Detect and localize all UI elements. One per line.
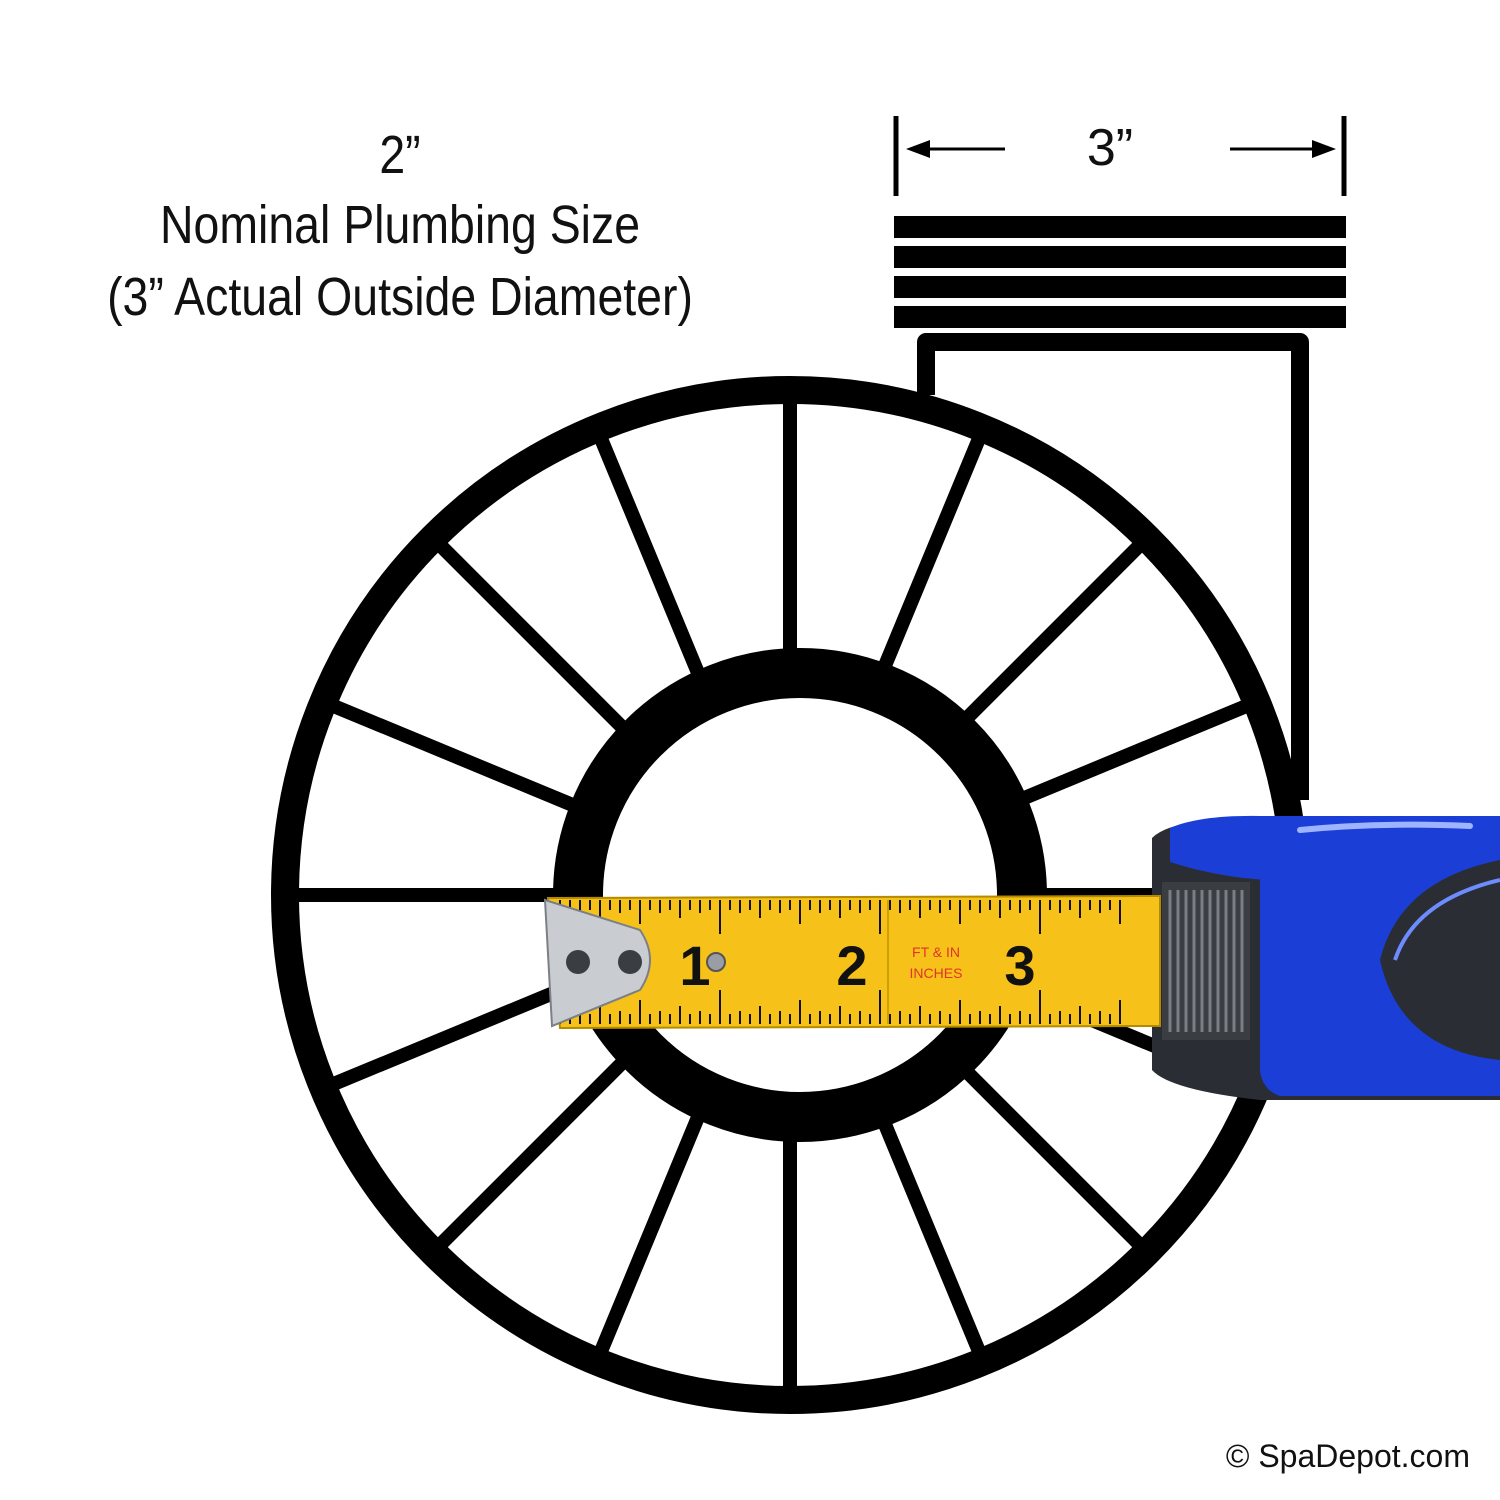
dimension-label: 3” <box>1086 119 1134 177</box>
heading-label: Nominal Plumbing Size <box>159 195 641 255</box>
tape-number-2: 2 <box>836 934 867 997</box>
spoke-11 <box>330 976 581 1091</box>
tape-imprint-inches: INCHES <box>910 965 963 981</box>
spoke-6 <box>947 1052 1145 1250</box>
spoke-9 <box>594 1104 709 1355</box>
tape-imprint-ft-in: FT & IN <box>912 944 960 960</box>
arrow-left-icon <box>906 140 1005 158</box>
tape-hook <box>543 898 726 1028</box>
inner-hub <box>553 648 1047 1142</box>
tape-number-1: 1 <box>679 934 710 997</box>
spoke-2 <box>947 540 1145 738</box>
tape-number-3: 3 <box>1004 934 1035 997</box>
arrow-right-icon <box>1230 140 1336 158</box>
dimension-bracket <box>893 116 1347 196</box>
pipe-outlet <box>917 333 1309 800</box>
thread-bars <box>894 216 1346 328</box>
spoke-14 <box>435 540 633 738</box>
tape-blade: 1 2 3 FT & IN INCHES <box>543 894 1161 1030</box>
spoke-3 <box>999 699 1250 814</box>
heading-nominal-size: 2” <box>379 125 421 185</box>
heading-actual-od: (3” Actual Outside Diameter) <box>107 267 693 327</box>
spoke-7 <box>871 1104 986 1355</box>
spoke-10 <box>435 1052 633 1250</box>
spoke-1 <box>871 435 986 686</box>
grip-lines <box>1168 890 1244 1032</box>
copyright-notice: © SpaDepot.com <box>1225 1438 1470 1474</box>
spoke-15 <box>594 435 709 686</box>
tape-measure-case <box>1152 815 1500 1100</box>
spoke-13 <box>330 699 581 814</box>
